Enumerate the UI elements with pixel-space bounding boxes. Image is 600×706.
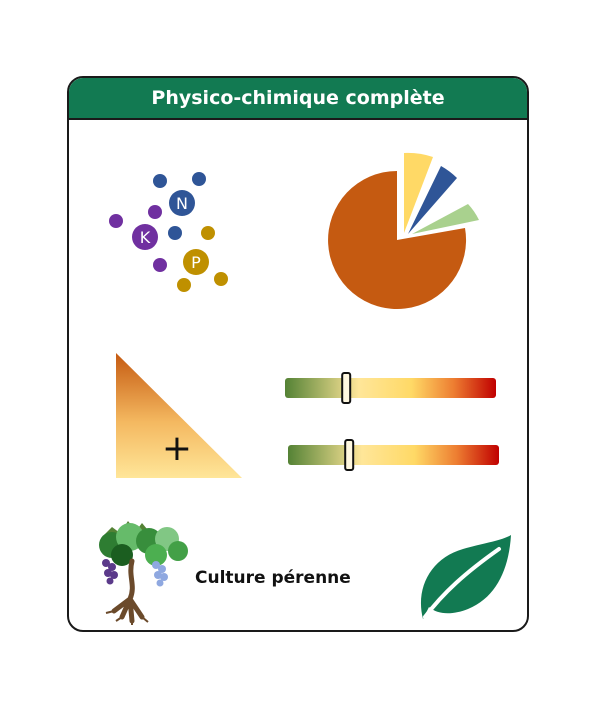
leaf-icon — [420, 535, 511, 619]
slider-2 — [288, 439, 499, 471]
slider-1-knob[interactable] — [341, 372, 352, 404]
molecules-icon: N K P — [109, 172, 228, 292]
slider-1 — [285, 372, 496, 404]
slider-2-knob[interactable] — [344, 439, 355, 471]
triangle-symbol: + — [162, 428, 192, 469]
crop-type-label: Culture pérenne — [195, 568, 351, 588]
pie-chart-icon — [328, 152, 479, 309]
nutrient-p-label: P — [191, 253, 201, 272]
triangle-icon: + — [116, 353, 242, 478]
nutrient-n-label: N — [176, 194, 188, 213]
nutrient-k-label: K — [140, 228, 151, 247]
card-title: Physico-chimique complète — [69, 78, 527, 120]
vine-icon — [99, 521, 188, 625]
